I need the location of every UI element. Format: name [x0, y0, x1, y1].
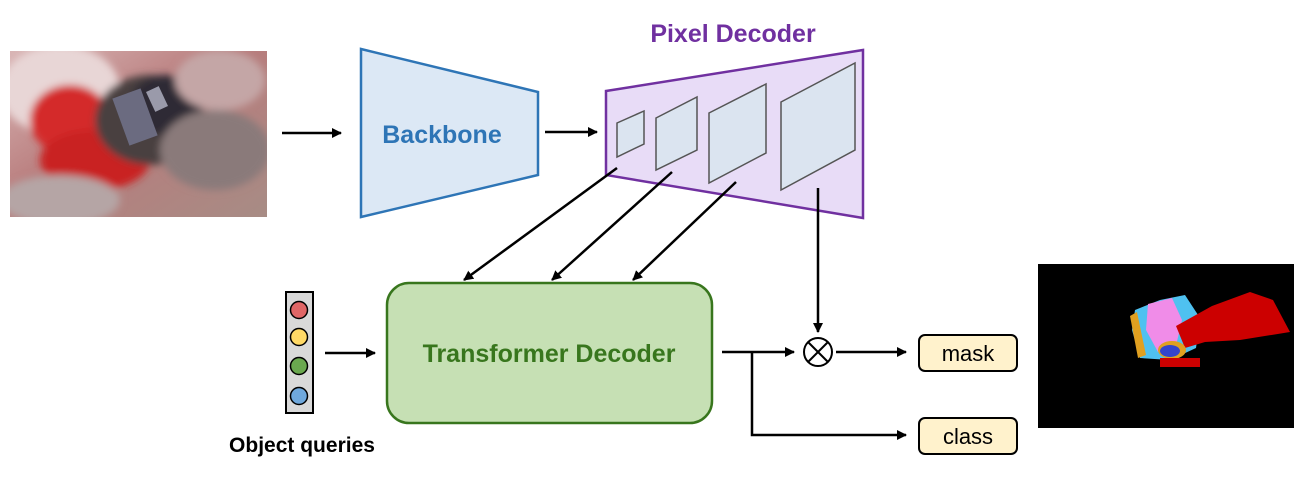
transformer-decoder-block: [385, 281, 714, 425]
arrow-feature-2: [551, 171, 673, 281]
query-circle-3: [289, 356, 309, 376]
input-image: [10, 51, 267, 217]
class-output-box: [918, 417, 1018, 455]
mask-output-box: [918, 334, 1018, 372]
class-output-label: class: [943, 424, 993, 449]
arrow-feature-1: [463, 166, 618, 282]
query-circle-1: [289, 300, 309, 320]
feature-map-1: [616, 109, 645, 159]
feature-map-4: [780, 61, 856, 192]
backbone-block: [359, 47, 540, 219]
pixel-decoder-label: Pixel Decoder: [650, 20, 816, 48]
feature-map-3: [708, 82, 767, 185]
object-queries-label: Object queries: [229, 434, 375, 457]
segmentation-mask-image: [1038, 264, 1294, 428]
mask-output-label: mask: [942, 341, 996, 366]
object-queries: [285, 291, 314, 414]
arrow-transformer-to-class: [750, 352, 907, 440]
transformer-decoder-label: Transformer Decoder: [423, 340, 676, 368]
feature-map-2: [655, 95, 698, 172]
backbone-label: Backbone: [382, 121, 502, 149]
arrow-feature-3: [632, 181, 737, 281]
query-circle-2: [289, 327, 309, 347]
multiply-operator: [803, 337, 833, 367]
query-circle-4: [289, 386, 309, 406]
